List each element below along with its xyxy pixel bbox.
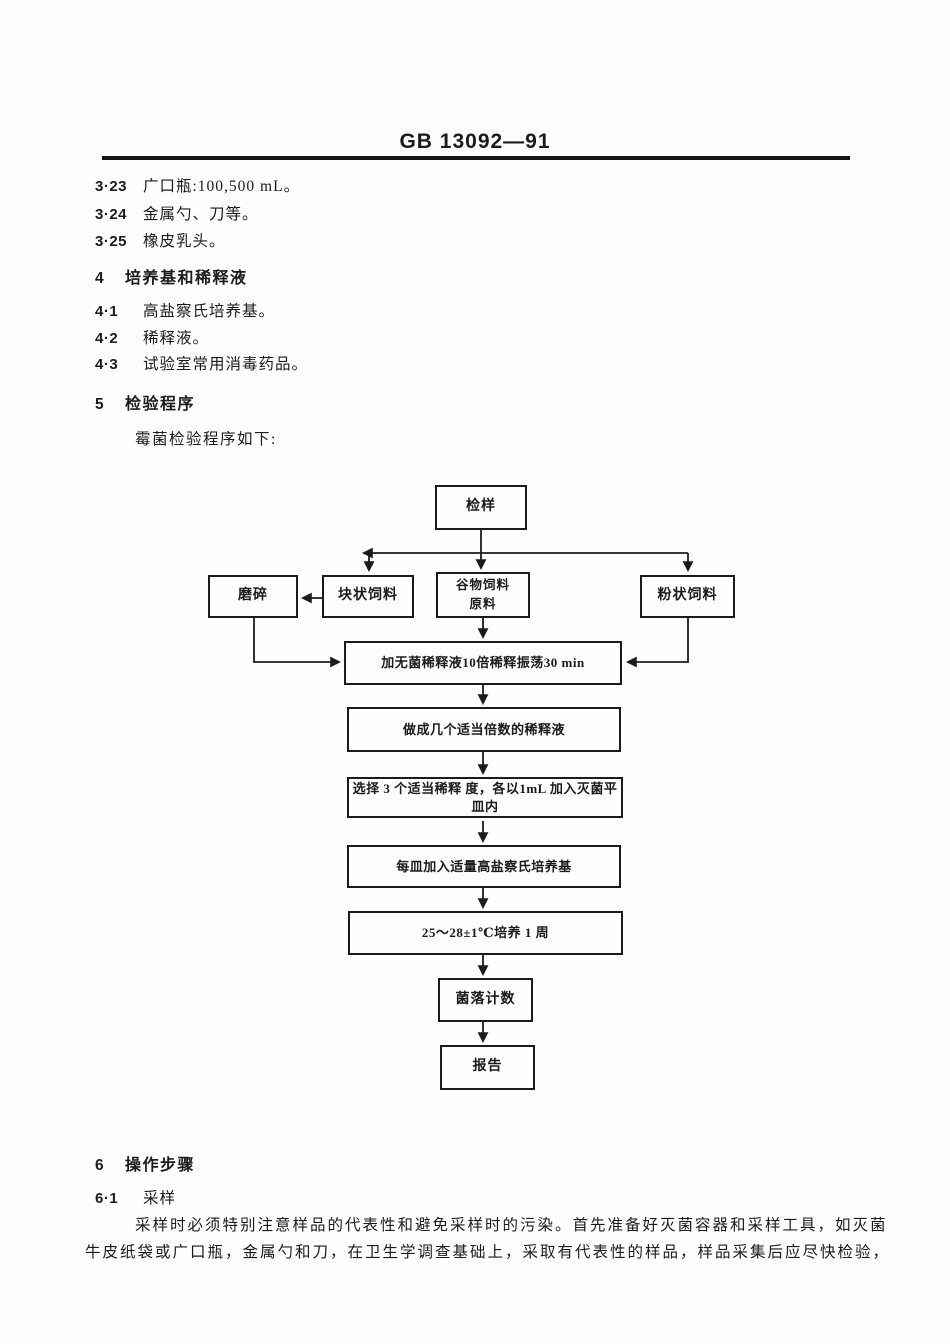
clause-number: 4·1 <box>95 303 119 320</box>
flow-node-grain-feed: 谷物饲料 原料 <box>436 572 530 618</box>
clause-number: 6·1 <box>95 1190 119 1207</box>
clause-number: 3·24 <box>95 206 128 223</box>
paragraph-line-2: 牛皮纸袋或广口瓶，金属勺和刀，在卫生学调查基础上，采取有代表性的样品，样品采集后… <box>85 1244 891 1261</box>
flow-node-select-dilutions: 选择 3 个适当稀释 度，各以1mL 加入灭菌平皿内 <box>347 777 623 818</box>
section-number: 5 <box>95 396 106 413</box>
clause-4-3: 4·3 试验室常用消毒药品。 <box>95 352 308 374</box>
flow-node-colony-count: 菌落计数 <box>438 978 533 1022</box>
header-rule <box>102 156 850 160</box>
flow-node-add-diluent: 加无菌稀释液10倍稀释振荡30 min <box>344 641 622 685</box>
clause-text: 稀释液。 <box>143 330 210 347</box>
section-number: 6 <box>95 1157 106 1174</box>
clause-6-1-heading: 6·1 采样 <box>95 1186 176 1208</box>
section-6-heading: 6 操作步骤 <box>95 1151 195 1175</box>
flow-node-sampling: 检样 <box>435 485 527 530</box>
flow-node-report: 报告 <box>440 1045 535 1090</box>
clause-3-24: 3·24 金属勺、刀等。 <box>95 202 259 224</box>
clause-text: 广口瓶:100,500 mL。 <box>143 178 301 195</box>
clause-3-25: 3·25 橡皮乳头。 <box>95 229 226 251</box>
clause-4-2: 4·2 稀释液。 <box>95 326 209 348</box>
clause-number: 4·3 <box>95 356 119 373</box>
section-title: 培养基和稀释液 <box>125 270 248 287</box>
clause-4-1: 4·1 高盐察氏培养基。 <box>95 299 275 321</box>
paragraph-line-1: 采样时必须特别注意样品的代表性和避免采样时的污染。首先准备好灭菌容器和采样工具，… <box>135 1217 888 1234</box>
clause-3-23: 3·23 广口瓶:100,500 mL。 <box>95 174 300 196</box>
flow-node-grain-feed-line1: 谷物饲料 <box>455 578 510 593</box>
flow-node-incubate: 25～28±1℃培养 1 周 <box>348 911 623 955</box>
clause-number: 4·2 <box>95 330 119 347</box>
clause-text: 金属勺、刀等。 <box>143 206 259 223</box>
section-4-heading: 4 培养基和稀释液 <box>95 264 248 288</box>
clause-text: 橡皮乳头。 <box>143 233 226 250</box>
flow-node-powder-feed: 粉状饲料 <box>640 575 735 618</box>
section-number: 4 <box>95 270 106 287</box>
clause-title: 采样 <box>143 1190 177 1207</box>
standard-number: GB 13092—91 <box>399 130 551 153</box>
flow-node-block-feed: 块状饲料 <box>322 575 414 618</box>
flow-node-grinding: 磨碎 <box>208 575 298 618</box>
flow-node-grain-feed-line2: 原料 <box>469 597 497 611</box>
flow-node-add-medium: 每皿加入适量高盐察氏培养基 <box>347 845 621 888</box>
section-title: 操作步骤 <box>125 1157 196 1174</box>
section-title: 检验程序 <box>125 396 196 413</box>
flowchart-intro: 霉菌检验程序如下: <box>135 431 277 448</box>
clause-number: 3·23 <box>95 178 128 195</box>
clause-text: 试验室常用消毒药品。 <box>143 356 309 373</box>
section-5-heading: 5 检验程序 <box>95 390 195 414</box>
clause-text: 高盐察氏培养基。 <box>143 303 276 320</box>
flow-node-make-dilutions: 做成几个适当倍数的稀释液 <box>347 707 621 752</box>
clause-number: 3·25 <box>95 233 128 250</box>
